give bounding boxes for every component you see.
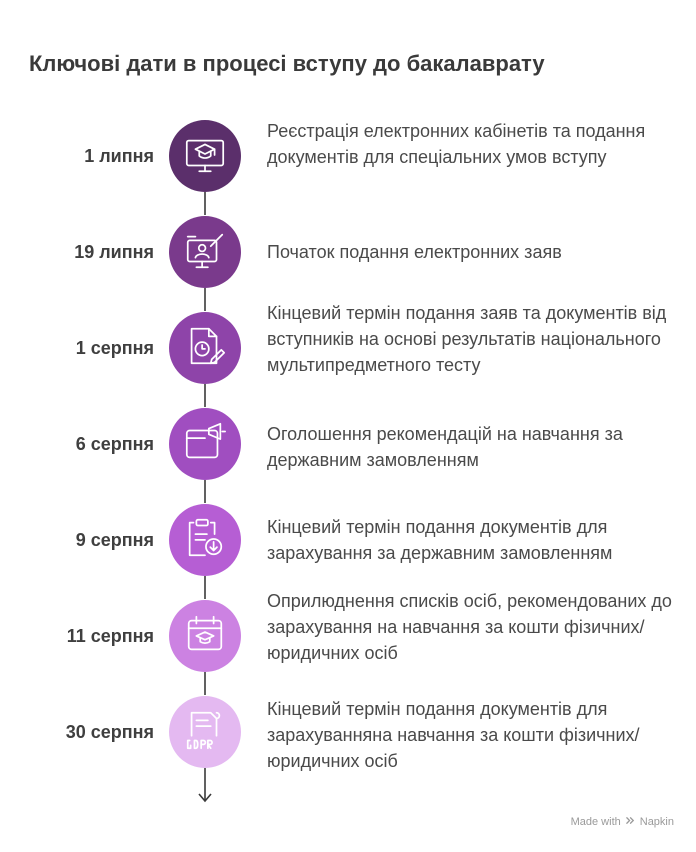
document-clock-icon bbox=[182, 323, 228, 374]
step-node bbox=[169, 216, 241, 288]
step-description: Кінцевий термін подання документів для з… bbox=[267, 699, 640, 771]
step-date: 9 серпня bbox=[75, 529, 154, 550]
step-date: 6 серпня bbox=[75, 433, 154, 454]
graduation-monitor-icon bbox=[182, 131, 228, 182]
step-date: 1 серпня bbox=[75, 337, 154, 358]
calendar-graduation-icon bbox=[182, 611, 228, 662]
step-date: 19 липня bbox=[74, 241, 154, 262]
gdpr-document-icon bbox=[182, 707, 228, 758]
step-node bbox=[169, 408, 241, 480]
timeline-step: 6 серпня Оголошення рекомендацій на навч… bbox=[0, 408, 696, 480]
step-description: Оголошення рекомендацій на навчання за д… bbox=[267, 424, 623, 470]
clipboard-download-icon bbox=[182, 515, 228, 566]
online-presentation-icon bbox=[182, 227, 228, 278]
step-node bbox=[169, 504, 241, 576]
timeline-step: 1 серпня Кінцевий термін подання заяв та… bbox=[0, 303, 696, 384]
step-description: Кінцевий термін подання документів для з… bbox=[267, 517, 613, 563]
footer-credit: Made with Napkin bbox=[571, 815, 674, 829]
step-node bbox=[169, 312, 241, 384]
step-node bbox=[169, 600, 241, 672]
step-description: Кінцевий термін подання заяв та документ… bbox=[267, 303, 667, 375]
timeline-step: 1 липня Реєстрація електронних кабінетів… bbox=[0, 120, 696, 192]
timeline-step: 19 липня Початок подання електронних зая… bbox=[0, 216, 696, 288]
step-description: Реєстрація електронних кабінетів та пода… bbox=[267, 121, 646, 167]
napkin-logo-icon bbox=[625, 815, 636, 829]
brand-name: Napkin bbox=[639, 816, 674, 828]
timeline-step: 9 серпня Кінцевий термін подання докумен… bbox=[0, 504, 696, 576]
step-description: Оприлюднення списків осіб, рекомендовани… bbox=[267, 591, 672, 663]
step-date: 11 серпня bbox=[66, 625, 154, 646]
timeline-step: 30 серпня Кінцевий термін подання докуме… bbox=[0, 696, 696, 771]
step-node bbox=[169, 120, 241, 192]
timeline-step: 11 серпня Оприлюднення списків осіб, рек… bbox=[0, 591, 696, 672]
step-date: 1 липня bbox=[84, 145, 154, 166]
page-title: Ключові дати в процесі вступу до бакалав… bbox=[29, 51, 545, 76]
step-date: 30 серпня bbox=[65, 721, 154, 742]
step-node bbox=[169, 696, 241, 768]
made-with-label: Made with bbox=[570, 816, 621, 828]
announcement-window-icon bbox=[182, 419, 228, 470]
step-description: Початок подання електронних заяв bbox=[267, 242, 562, 262]
